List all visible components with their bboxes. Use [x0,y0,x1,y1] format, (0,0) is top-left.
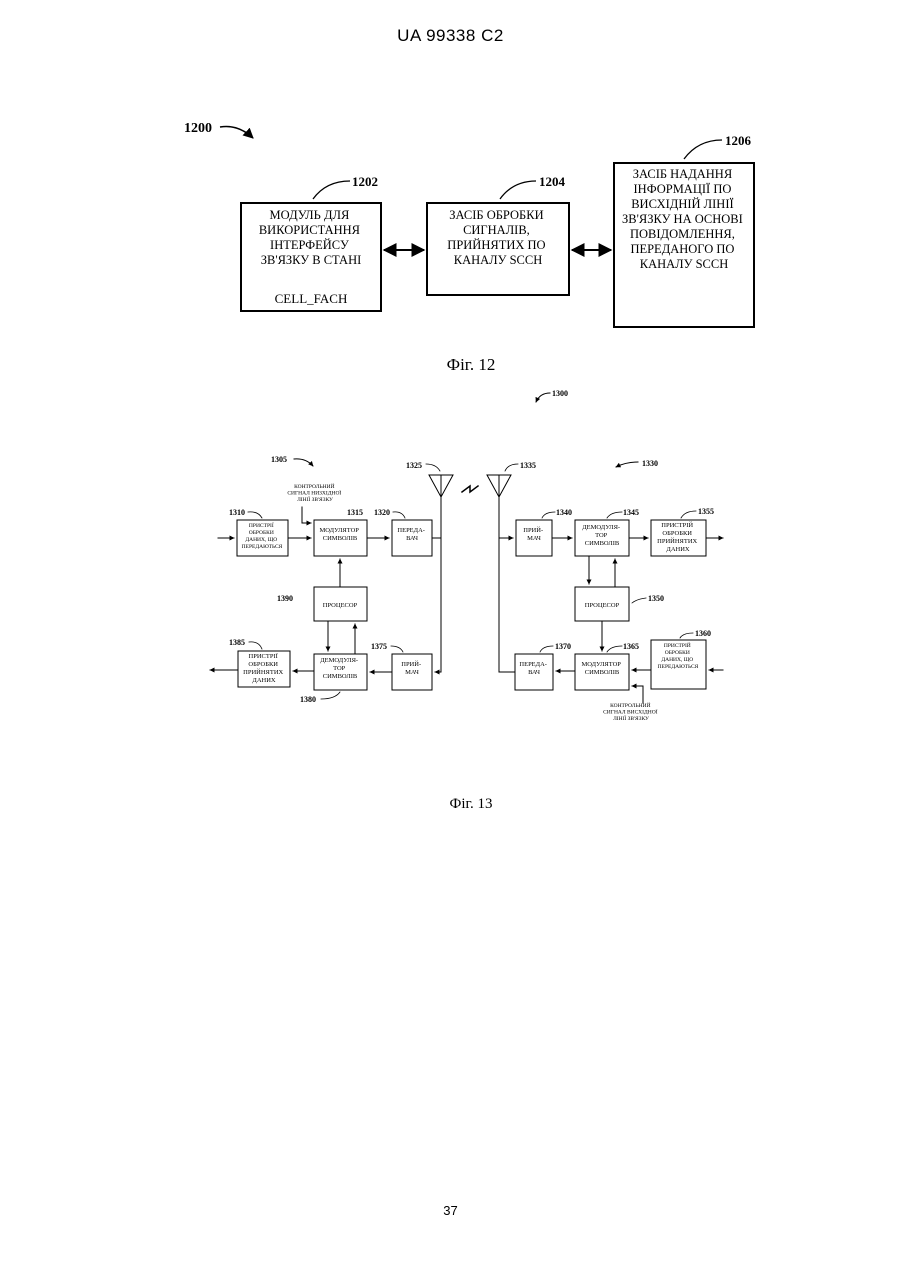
block-1350-text: ПРОЦЕСОР [585,602,620,609]
ref-1300-leader [536,393,550,402]
ref-1365: 1365 [623,642,639,651]
ref-1350: 1350 [648,594,664,603]
ref-1325: 1325 [406,461,422,470]
ref-1202-leader [313,181,350,199]
ref-1200: 1200 [184,121,212,136]
ref-1204-leader [500,181,536,199]
ref-1300: 1300 [552,389,568,398]
ref-1206-leader [684,140,722,159]
box-1202-text: МОДУЛЬ ДЛЯ ВИКОРИСТАННЯ ІНТЕРФЕЙСУ ЗВ'ЯЗ… [259,208,363,267]
box-1204-text: ЗАСІБ ОБРОБКИ СИГНАЛІВ, ПРИЙНЯТИХ ПО КАН… [447,208,548,267]
ref-1310: 1310 [229,508,245,517]
block-1365-text: МОДУЛЯТОР СИМВОЛІВ [581,661,622,676]
figure-12: 1200 МОДУЛЬ ДЛЯ ВИКОРИСТАННЯ ІНТЕРФЕЙСУ … [184,121,754,374]
block-1390-text: ПРОЦЕСОР [323,602,358,609]
ref-1202: 1202 [352,174,378,189]
figure-13: 1300 1305 1330 КОНТРОЛЬНИЙ СИГНАЛ НИЗХІД… [210,389,723,812]
page-number: 37 [0,1203,901,1218]
antenna-1325 [429,475,453,497]
ref-1305: 1305 [271,455,287,464]
ref-1330-leader [616,462,638,467]
uplink-control-note: КОНТРОЛЬНИЙ СИГНАЛ ВИСХІДНОЇ ЛІНІЇ ЗВ'ЯЗ… [603,701,659,722]
downlink-control-note: КОНТРОЛЬНИЙ СИГНАЛ НИЗХІДНОЇ ЛІНІЇ ЗВ'ЯЗ… [287,482,342,503]
ref-1204: 1204 [539,174,566,189]
ref-1370: 1370 [555,642,571,651]
ref-1330: 1330 [642,459,658,468]
downlink-control-arrow [302,507,311,523]
box-1206-text: ЗАСІБ НАДАННЯ ІНФОРМАЦІЇ ПО ВИСХІДНІЙ ЛІ… [622,167,746,271]
ref-1305-leader [294,459,313,466]
block-1315-text: МОДУЛЯТОР СИМВОЛІВ [319,527,360,542]
ref-1340: 1340 [556,508,572,517]
wireless-link-icon [462,486,478,492]
ref-1315: 1315 [347,508,363,517]
ref-1355: 1355 [698,507,714,516]
box-1202-extra: CELL_FACH [275,291,348,306]
ref-1335: 1335 [520,461,536,470]
ref-1200-leader [220,126,253,138]
ref-1206: 1206 [725,133,752,148]
ref-1375: 1375 [371,642,387,651]
ref-1385: 1385 [229,638,245,647]
ref-1345: 1345 [623,508,639,517]
antenna-1335 [487,475,511,497]
ref-1320: 1320 [374,508,390,517]
uplink-control-arrow [632,686,643,703]
fig-12-caption: Фіг. 12 [447,355,496,374]
ref-1360: 1360 [695,629,711,638]
fig-13-caption: Фіг. 13 [450,796,493,812]
ref-1380: 1380 [300,695,316,704]
ref-1390: 1390 [277,594,293,603]
